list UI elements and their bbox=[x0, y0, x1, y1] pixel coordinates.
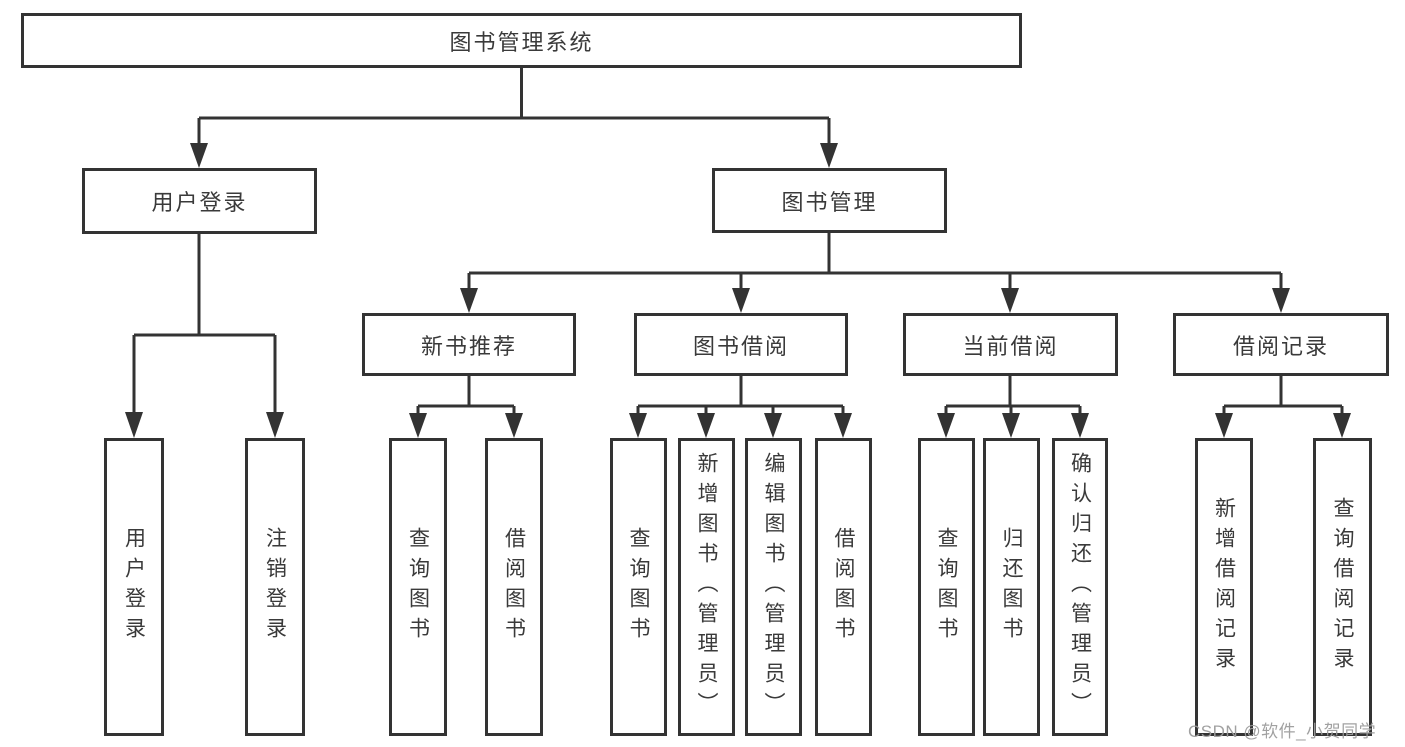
leaf-query-books-borrow: 查询图书 bbox=[610, 438, 667, 736]
leaf-borrow-books-borrow: 借阅图书 bbox=[815, 438, 872, 736]
leaf-query-borrow-record: 查询借阅记录 bbox=[1313, 438, 1372, 736]
arrowheads bbox=[125, 143, 1351, 438]
leaf-edit-books-admin: 编辑图书（管理员） bbox=[745, 438, 802, 736]
node-new-book-recommendation: 新书推荐 bbox=[362, 313, 576, 376]
leaf-return-books: 归还图书 bbox=[983, 438, 1040, 736]
leaf-label: 归还图书 bbox=[1000, 527, 1023, 647]
node-library-management-system: 图书管理系统 bbox=[21, 13, 1022, 68]
leaf-logout: 注销登录 bbox=[245, 438, 305, 736]
leaf-query-books-newrec: 查询图书 bbox=[389, 438, 447, 736]
leaf-add-borrow-record: 新增借阅记录 bbox=[1195, 438, 1253, 736]
leaf-add-books-admin: 新增图书（管理员） bbox=[678, 438, 735, 736]
leaf-label: 查询图书 bbox=[935, 527, 958, 647]
csdn-watermark: CSDN @软件_小贺同学 bbox=[1188, 722, 1377, 741]
leaf-borrow-books-newrec: 借阅图书 bbox=[485, 438, 543, 736]
leaf-label: 查询图书 bbox=[406, 527, 430, 647]
node-book-management: 图书管理 bbox=[712, 168, 947, 233]
leaf-label: 借阅图书 bbox=[832, 527, 855, 647]
leaf-label: 查询图书 bbox=[627, 527, 650, 647]
leaf-label: 新增借阅记录 bbox=[1212, 497, 1236, 677]
node-book-borrowing: 图书借阅 bbox=[634, 313, 848, 376]
leaf-label: 借阅图书 bbox=[502, 527, 526, 647]
leaf-label: 确认归还（管理员） bbox=[1068, 452, 1092, 722]
node-borrowing-records: 借阅记录 bbox=[1173, 313, 1389, 376]
leaf-label: 用户登录 bbox=[122, 527, 146, 647]
leaf-label: 编辑图书（管理员） bbox=[762, 452, 785, 722]
leaf-label: 新增图书（管理员） bbox=[695, 452, 718, 722]
node-current-borrowing: 当前借阅 bbox=[903, 313, 1118, 376]
leaf-label: 注销登录 bbox=[263, 527, 287, 647]
leaf-confirm-return-admin: 确认归还（管理员） bbox=[1052, 438, 1108, 736]
leaf-query-books-current: 查询图书 bbox=[918, 438, 975, 736]
node-user-login: 用户登录 bbox=[82, 168, 317, 234]
leaf-user-login: 用户登录 bbox=[104, 438, 164, 736]
leaf-label: 查询借阅记录 bbox=[1331, 497, 1354, 677]
